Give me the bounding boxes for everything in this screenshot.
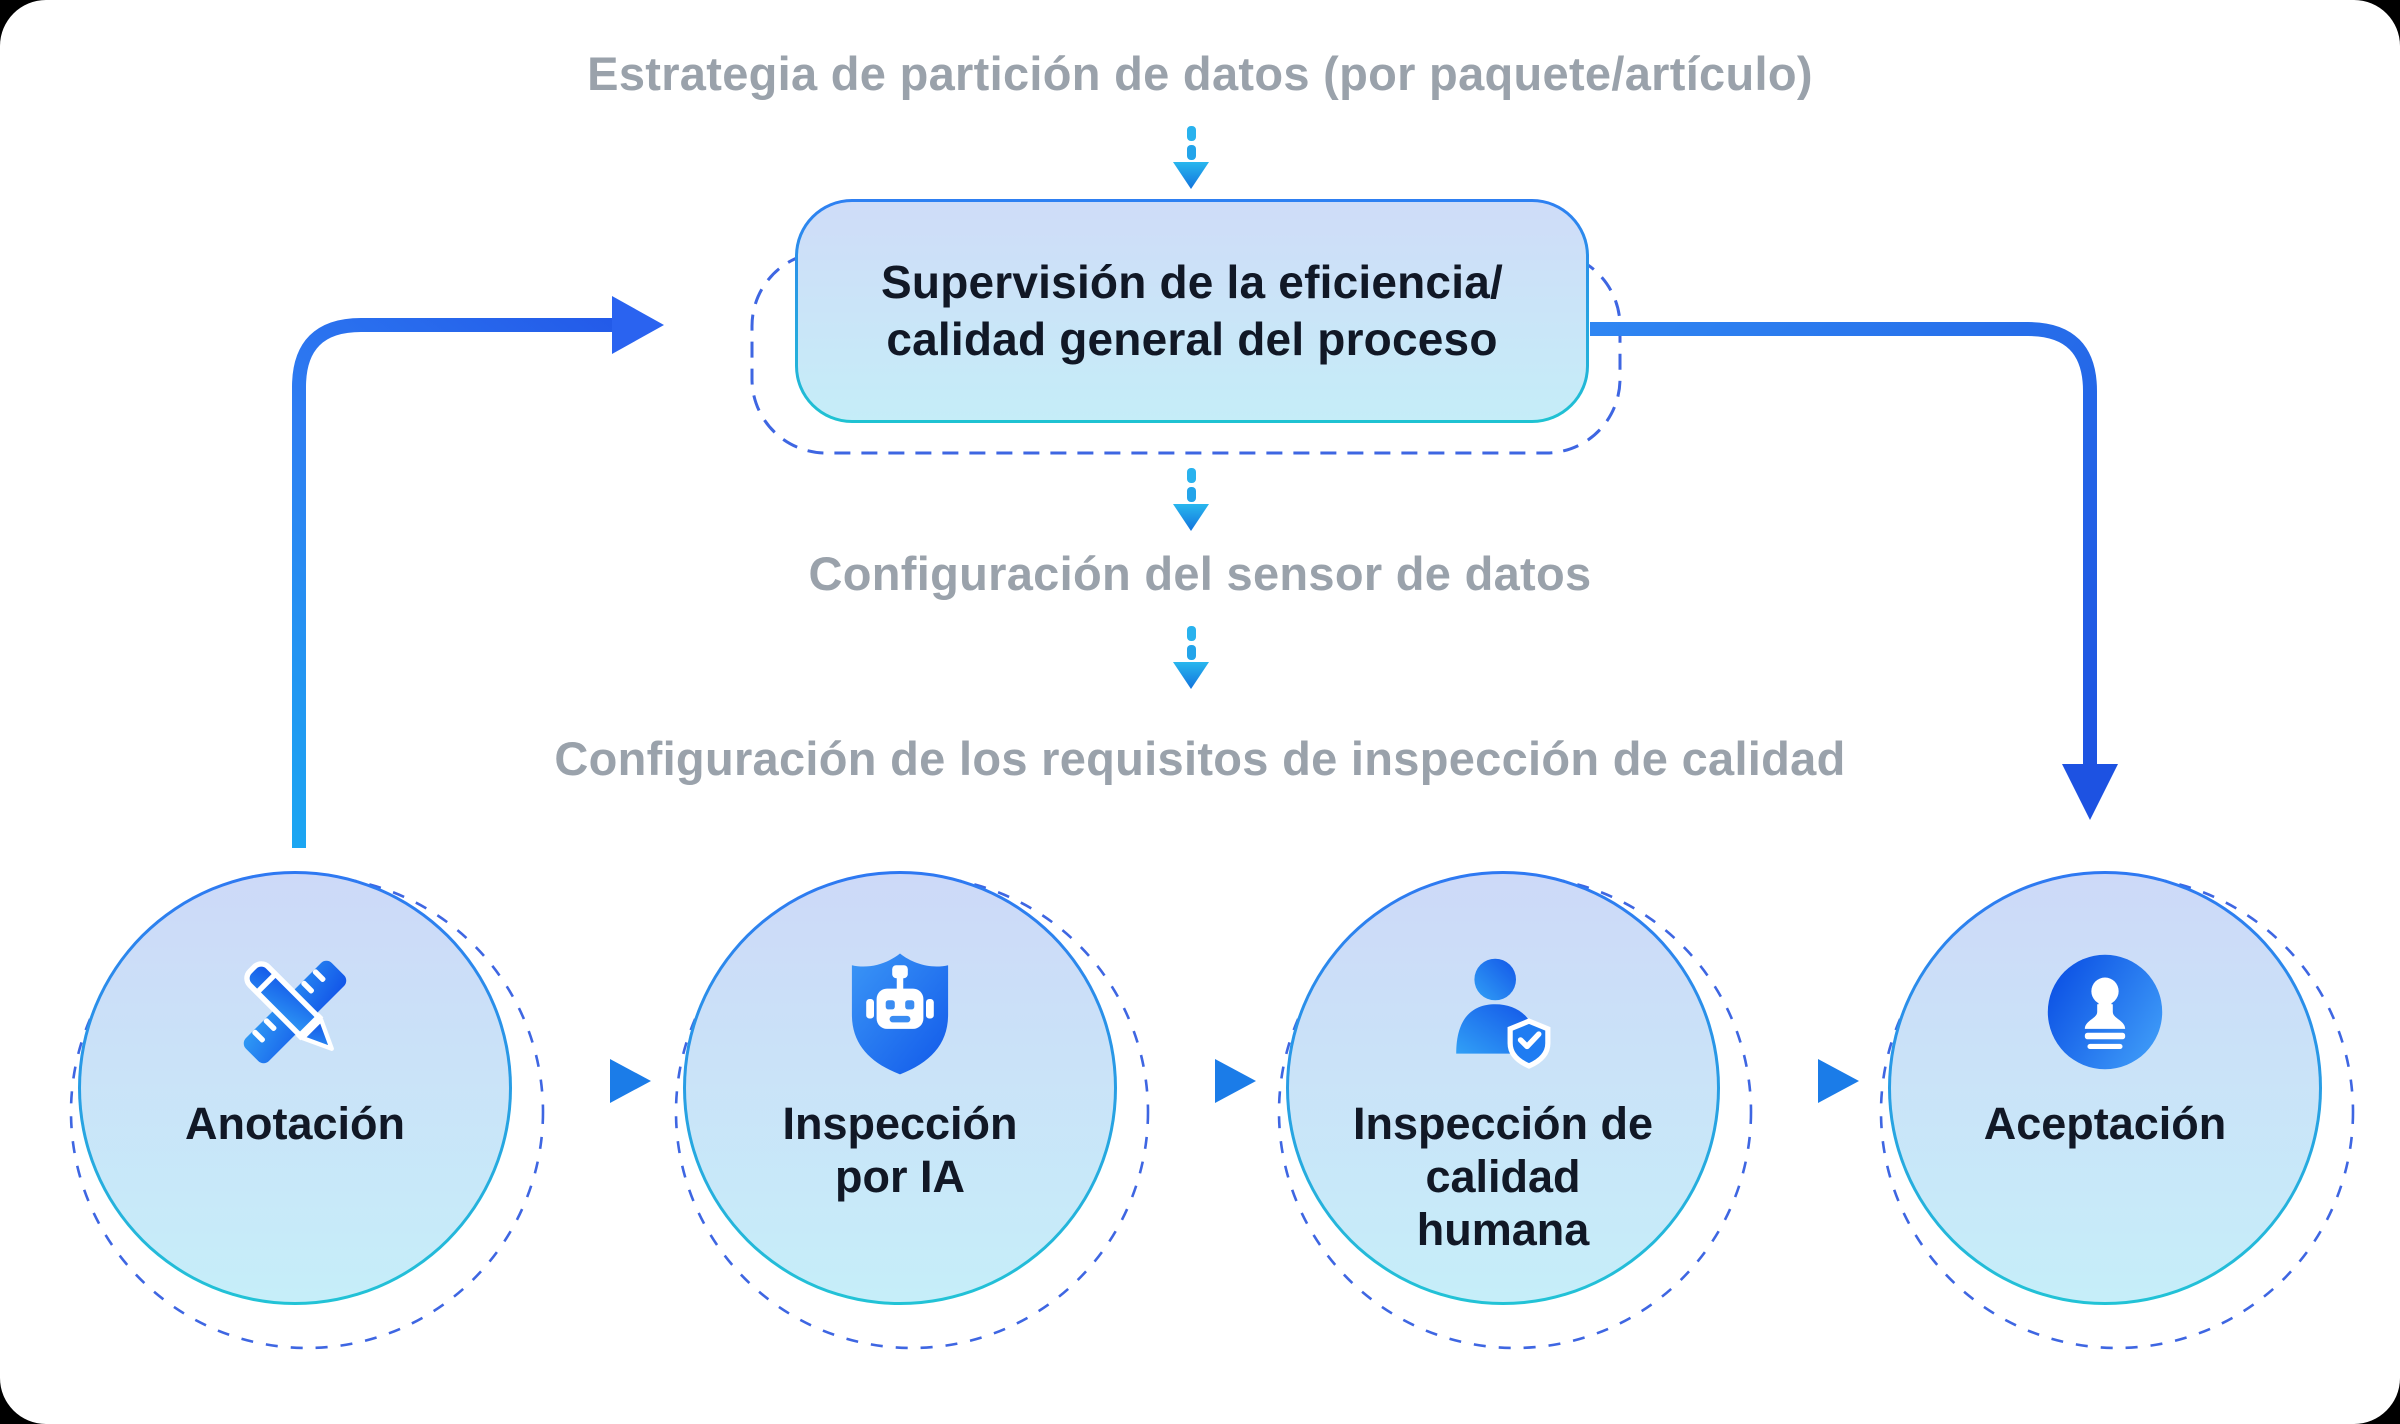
stage-arrow-2	[1139, 1059, 1256, 1103]
stage-human-label: Inspección de calidad humana	[1352, 1098, 1654, 1255]
shield-robot-icon	[851, 953, 949, 1075]
arrowhead-down-icon	[1173, 504, 1209, 531]
stage-human-fill	[1289, 874, 1717, 1302]
arrowhead-down-icon	[1173, 162, 1209, 189]
partition-strategy-label: Estrategia de partición de datos (por pa…	[587, 47, 1813, 100]
stage-acceptance-fill	[1891, 874, 2319, 1302]
stage-arrow-3	[1742, 1059, 1859, 1103]
arrowhead-right-icon	[1215, 1059, 1256, 1103]
arrowhead-down-icon	[1173, 662, 1209, 689]
pencil-ruler-icon	[243, 960, 347, 1064]
stage-annotation-fill	[81, 874, 509, 1302]
person-shield-check-icon	[1456, 958, 1551, 1069]
stage-ai-label: Inspección por IA	[782, 1098, 1018, 1202]
arrowhead-right-icon	[1818, 1059, 1859, 1103]
data-sensor-config-label: Configuración del sensor de datos	[808, 547, 1592, 600]
stage-ai-inspection: Inspección por IA	[683, 871, 1117, 1305]
quality-requirements-label: Configuración de los requisitos de inspe…	[554, 732, 1846, 785]
stamp-icon	[2047, 954, 2163, 1070]
stage-ai-fill	[686, 874, 1114, 1302]
supervision-box-line2: calidad general del proceso	[886, 313, 1498, 365]
flow-arrow-right	[1590, 322, 2118, 820]
arrowhead-down-icon	[2062, 764, 2118, 820]
arrowhead-right-icon	[610, 1059, 651, 1103]
partition-arrow	[1173, 126, 1209, 189]
arrowhead-right-icon	[612, 296, 664, 354]
supervision-box: Supervisión de la eficiencia/ calidad ge…	[795, 199, 1589, 423]
sensor-arrow-bottom	[1173, 626, 1209, 689]
stage-arrow-1	[534, 1059, 651, 1103]
stage-acceptance-label: Aceptación	[1983, 1098, 2227, 1149]
stage-acceptance: Aceptación	[1888, 871, 2322, 1305]
supervision-box-line1: Supervisión de la eficiencia/	[881, 256, 1503, 308]
stage-annotation-label: Anotación	[185, 1098, 405, 1149]
feedback-arrow-left	[292, 296, 664, 848]
stage-human-inspection: Inspección de calidad humana	[1286, 871, 1720, 1305]
stage-annotation: Anotación	[78, 871, 512, 1305]
supervision-box-body: Supervisión de la eficiencia/ calidad ge…	[798, 202, 1586, 420]
sensor-arrow-top	[1173, 468, 1209, 531]
